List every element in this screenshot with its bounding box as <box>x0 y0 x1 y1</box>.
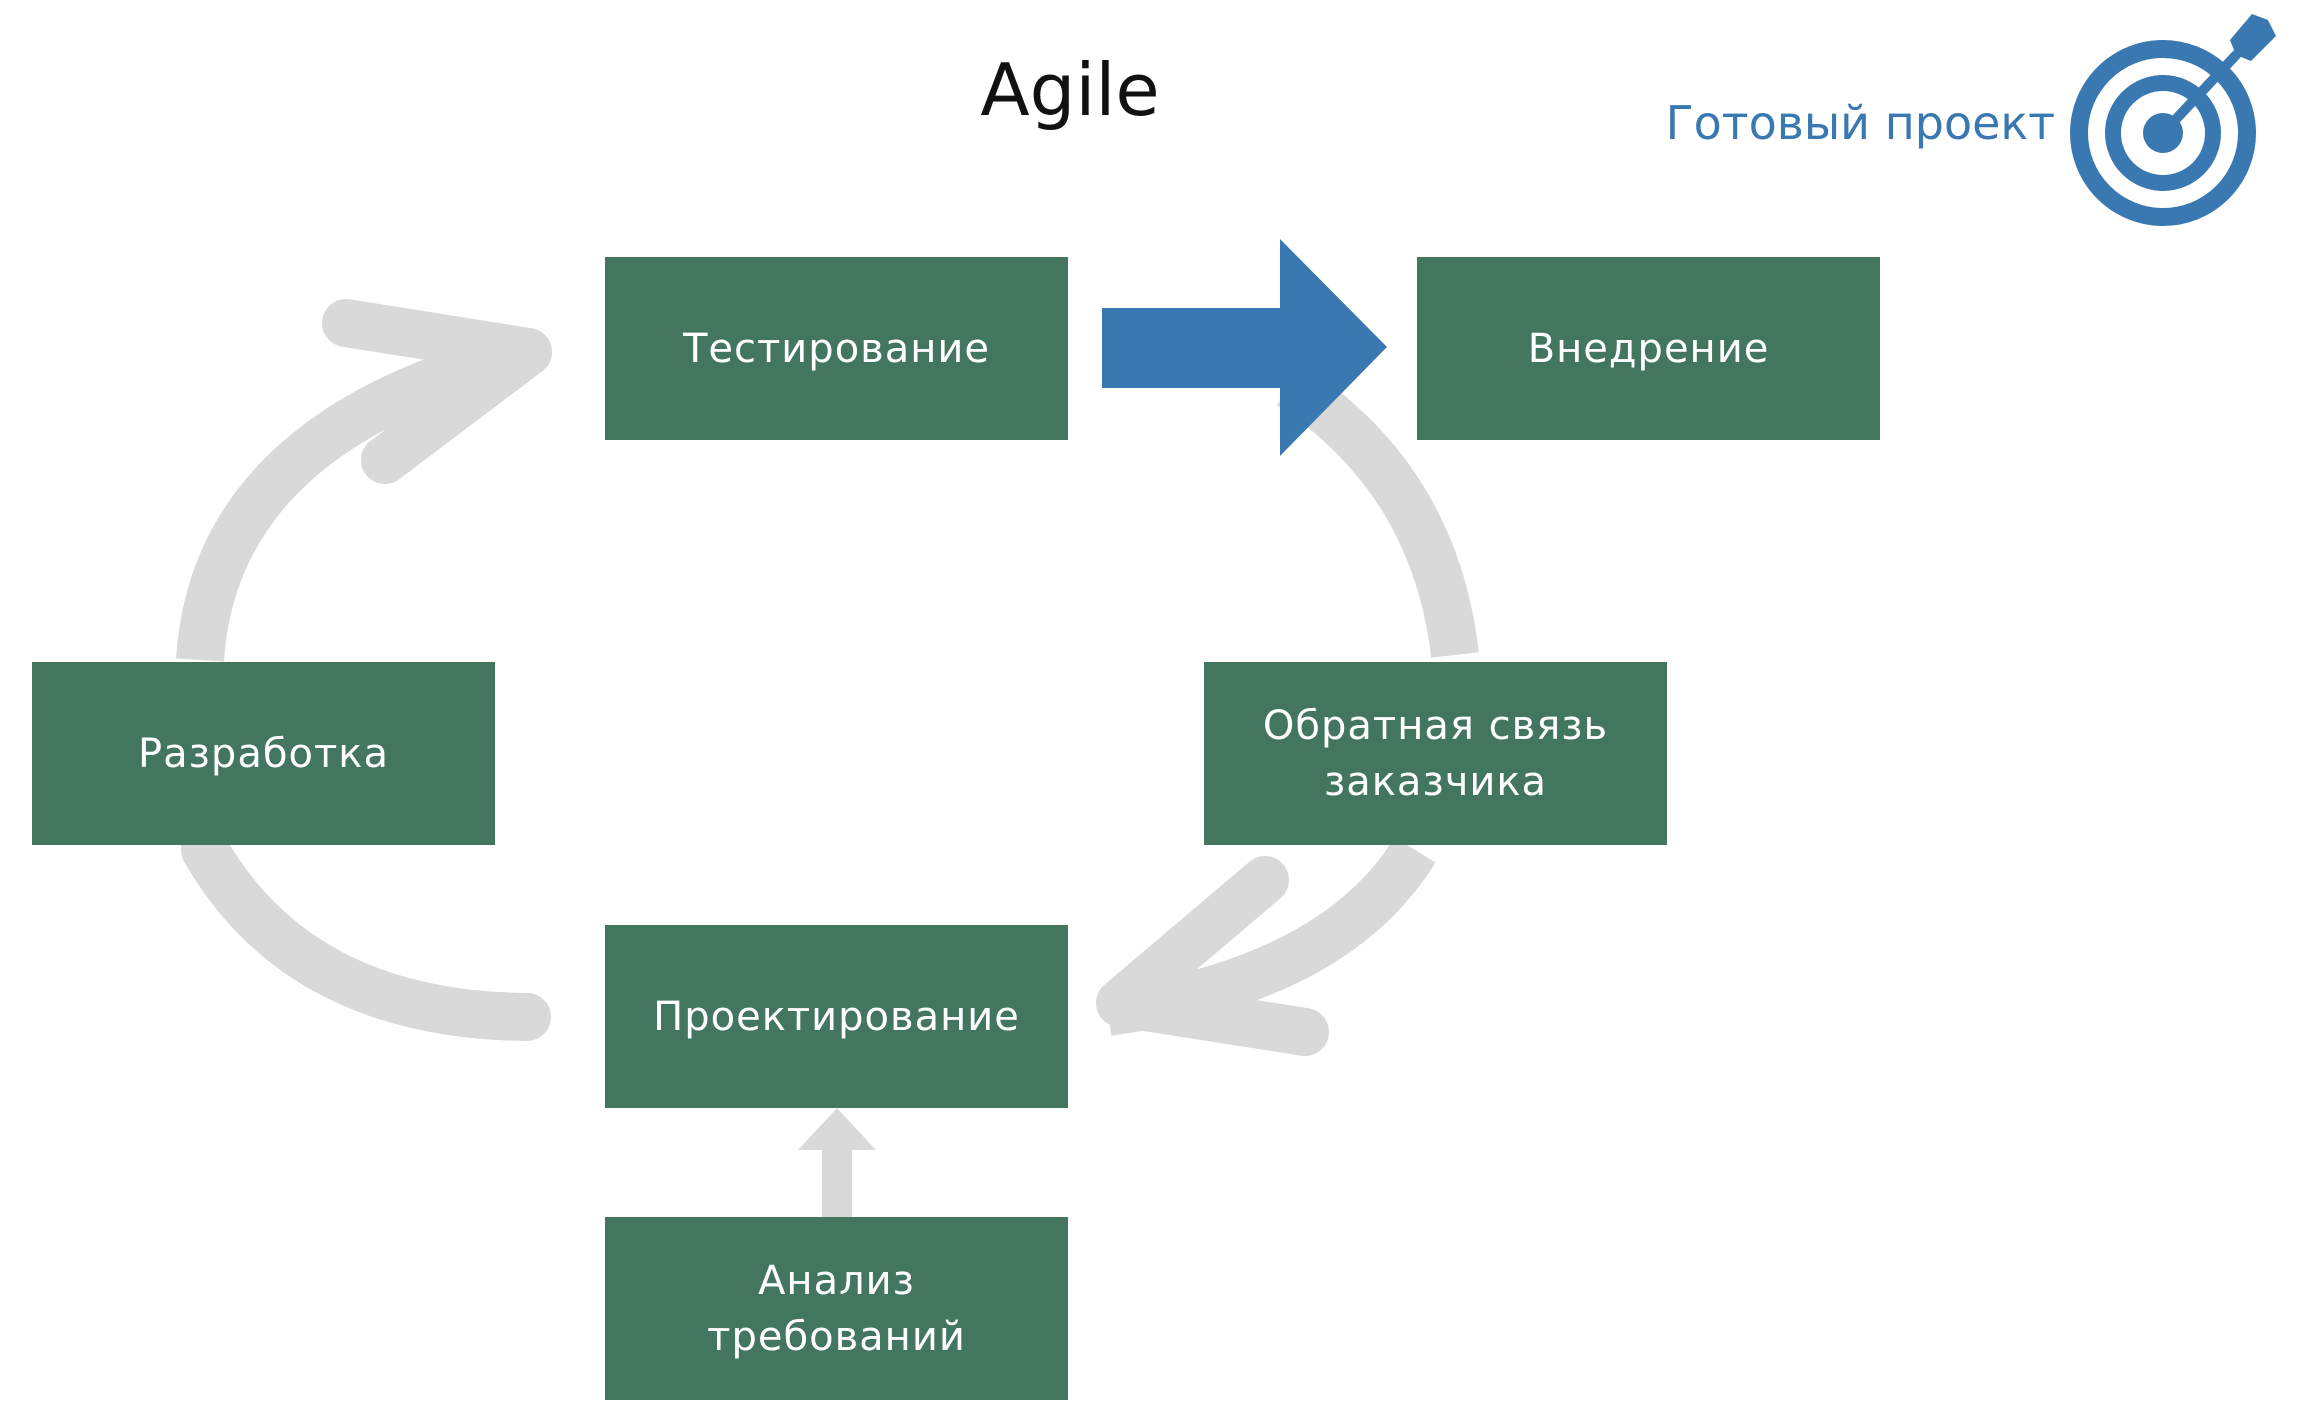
diagram-title: Agile <box>980 48 1160 132</box>
target-icon <box>2070 14 2276 226</box>
stage-design-label: Проектирование <box>653 993 1020 1040</box>
cycle-arrowhead-design <box>1096 856 1329 1056</box>
stage-deploy-label: Внедрение <box>1527 325 1770 372</box>
cycle-arrowhead-testing <box>322 299 552 484</box>
stage-development: Разработка <box>32 662 495 845</box>
stage-deploy: Внедрение <box>1417 257 1880 440</box>
cycle-arc-left <box>176 328 533 662</box>
goal-label: Готовый проект <box>1665 96 2055 150</box>
deploy-arrow <box>1102 239 1387 456</box>
cycle-arc-bottom-left <box>181 826 551 1041</box>
stage-testing-label: Тестирование <box>682 325 991 372</box>
up-arrow-analysis-to-design <box>798 1108 876 1217</box>
stage-testing: Тестирование <box>605 257 1068 440</box>
stage-design: Проектирование <box>605 925 1068 1108</box>
stage-feedback-label: Обратная связь заказчика <box>1262 702 1609 805</box>
stage-development-label: Разработка <box>138 730 389 777</box>
cycle-arc-right <box>1276 364 1479 658</box>
stage-analysis: Анализ требований <box>605 1217 1068 1400</box>
stage-feedback: Обратная связь заказчика <box>1204 662 1667 845</box>
stage-analysis-label: Анализ требований <box>707 1257 966 1360</box>
